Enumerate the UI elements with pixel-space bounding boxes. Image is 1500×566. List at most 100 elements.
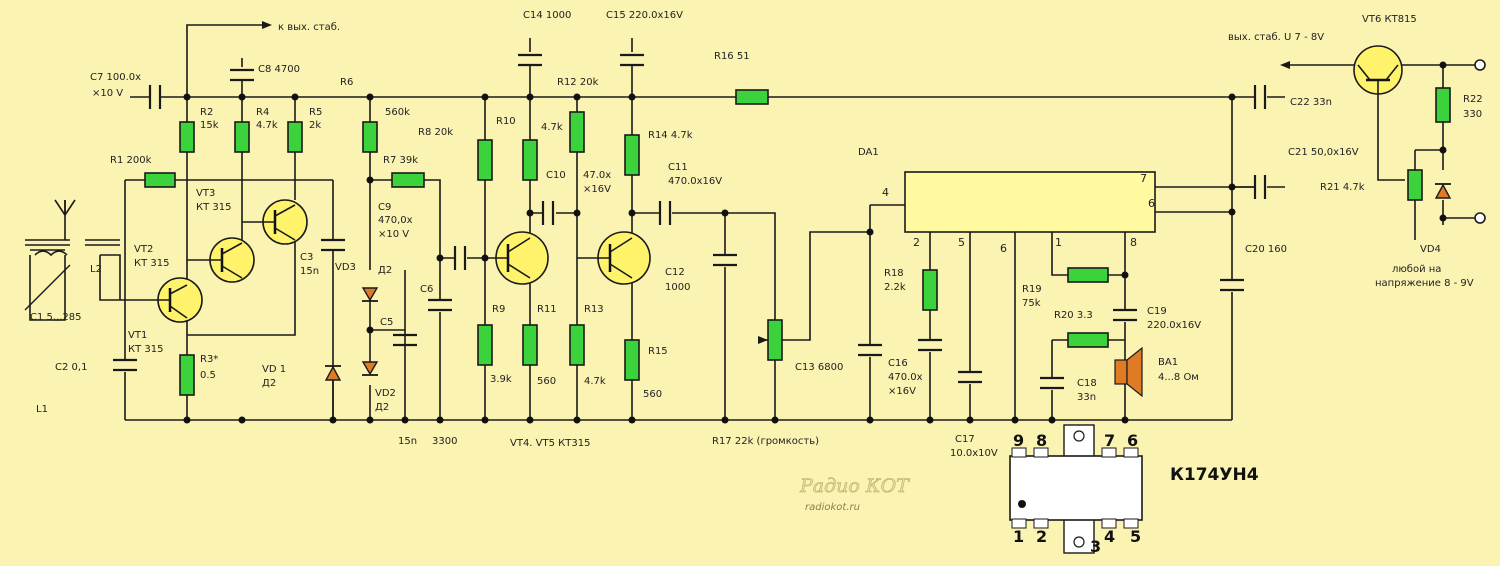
label-c20: С20 160	[1245, 244, 1287, 255]
label-vt4-vt5: VT4. VT5 КТ315	[510, 438, 590, 449]
label-vd3: VD3	[335, 262, 356, 273]
pkg-pin-2: 2	[1036, 527, 1047, 546]
resistor-r7	[391, 172, 425, 188]
transistor-vt1	[155, 277, 203, 323]
label-r15-value: 560	[643, 389, 662, 400]
pkg-pin-4: 4	[1104, 527, 1115, 546]
pkg-pin-8: 8	[1036, 431, 1047, 450]
label-r11-value: 560	[537, 376, 556, 387]
label-vd4-note-2: напряжение 8 - 9V	[1375, 278, 1474, 289]
da1-pin-numbers: 4 2 5 6 1 8 7 6	[882, 172, 1155, 255]
component-labels: к вых. стаб. С7 100.0х ×10 V С8 4700 R6 …	[30, 10, 1483, 485]
label-vt2-type: КТ 315	[134, 258, 169, 269]
label-r17: R17 22k (громкость)	[712, 436, 819, 447]
label-stab-out: вых. стаб. U 7 - 8V	[1228, 32, 1324, 43]
label-vd1: VD 1	[262, 364, 286, 375]
label-r4: R4	[256, 107, 269, 118]
label-c5-value: 15n	[398, 436, 417, 447]
resistor-r3	[179, 354, 195, 396]
label-r10: R10	[496, 116, 516, 127]
diode-vd3	[361, 287, 379, 302]
label-r8: R8 20k	[418, 127, 453, 138]
transistors	[155, 45, 1403, 323]
terminal-gnd	[1474, 212, 1486, 224]
label-c16: С16	[888, 358, 908, 369]
label-vt1: VT1	[128, 330, 147, 341]
resistor-r8	[477, 139, 493, 181]
pkg-pin-1: 1	[1013, 527, 1024, 546]
resistor-r2	[179, 121, 195, 153]
label-c2: С2 0,1	[55, 362, 87, 373]
label-r3-value: 0.5	[200, 370, 216, 381]
label-vt1-type: КТ 315	[128, 344, 163, 355]
label-vd1-type: Д2	[262, 378, 276, 389]
label-vt3: VT3	[196, 188, 215, 199]
label-c18: С18	[1077, 378, 1097, 389]
resistor-r16	[735, 89, 769, 105]
label-r14: R14 4.7k	[648, 130, 693, 141]
label-r20: R20 3.3	[1054, 310, 1093, 321]
label-c9-value: 470,0х	[378, 215, 413, 226]
label-c9-rating: ×10 V	[378, 229, 409, 240]
label-r19-value: 75k	[1022, 298, 1041, 309]
label-c3-value: 15n	[300, 266, 319, 277]
label-vt2: VT2	[134, 244, 153, 255]
wires	[25, 21, 1480, 421]
label-c10: С10	[546, 170, 566, 181]
label-r2-value: 15k	[200, 120, 219, 131]
label-c7: С7 100.0х	[90, 72, 141, 83]
label-c16-rating: ×16V	[888, 386, 916, 397]
da1-pin-4: 4	[882, 186, 889, 199]
label-r15: R15	[648, 346, 668, 357]
da1-pin-2: 2	[913, 236, 920, 249]
label-c10-rating: ×16V	[583, 184, 611, 195]
label-r13-value: 4.7k	[584, 376, 606, 387]
label-c11: С11	[668, 162, 688, 173]
label-chip-name: К174УН4	[1170, 465, 1259, 485]
label-c13: С13 6800	[795, 362, 843, 373]
label-r22: R22	[1463, 94, 1483, 105]
label-r16: R16 51	[714, 51, 750, 62]
resistor-r4	[234, 121, 250, 153]
da1-pin-7: 7	[1140, 172, 1147, 185]
pkg-pin-6: 6	[1127, 431, 1138, 450]
coil-l1	[34, 250, 68, 257]
label-r18: R18	[884, 268, 904, 279]
package-pin-numbers: 9 8 7 6 1 2 3 4 5	[1013, 431, 1141, 556]
speaker-icon	[1114, 346, 1143, 405]
label-r6: R6	[340, 77, 353, 88]
label-r22-value: 330	[1463, 109, 1482, 120]
label-r18-value: 2.2k	[884, 282, 906, 293]
resistor-r5	[287, 121, 303, 153]
resistor-r17	[767, 319, 783, 361]
pkg-pin-5: 5	[1130, 527, 1141, 546]
label-c3: С3	[300, 252, 313, 263]
label-c11-value: 470.0х16V	[668, 176, 722, 187]
diode-vd1	[324, 365, 342, 381]
label-r2: R2	[200, 107, 213, 118]
resistor-r1	[144, 172, 176, 188]
resistor-r13	[569, 324, 585, 366]
label-r9-value: 3.9k	[490, 374, 512, 385]
amplifier-ic-da1	[904, 171, 1156, 233]
label-c19-value: 220.0х16V	[1147, 320, 1201, 331]
label-r19: R19	[1022, 284, 1042, 295]
label-r21: R21 4.7k	[1320, 182, 1365, 193]
watermark: Радио КОТ radiokot.ru	[799, 475, 911, 513]
label-to-stab: к вых. стаб.	[278, 22, 340, 33]
label-r9: R9	[492, 304, 505, 315]
label-c17: С17	[955, 434, 975, 445]
watermark-url: radiokot.ru	[805, 502, 860, 513]
label-vt6: VT6 КТ815	[1362, 14, 1417, 25]
resistor-r19	[1067, 267, 1109, 283]
diode-vd2	[361, 361, 379, 376]
pkg-pin-3: 3	[1090, 537, 1101, 556]
transistor-vt4	[485, 231, 549, 285]
resistor-r18	[922, 269, 938, 311]
da1-pin-1: 1	[1055, 236, 1062, 249]
resistors	[144, 87, 1451, 396]
label-c22: С22 33n	[1290, 97, 1332, 108]
resistor-r15	[624, 339, 640, 381]
label-l1: L1	[36, 404, 48, 415]
